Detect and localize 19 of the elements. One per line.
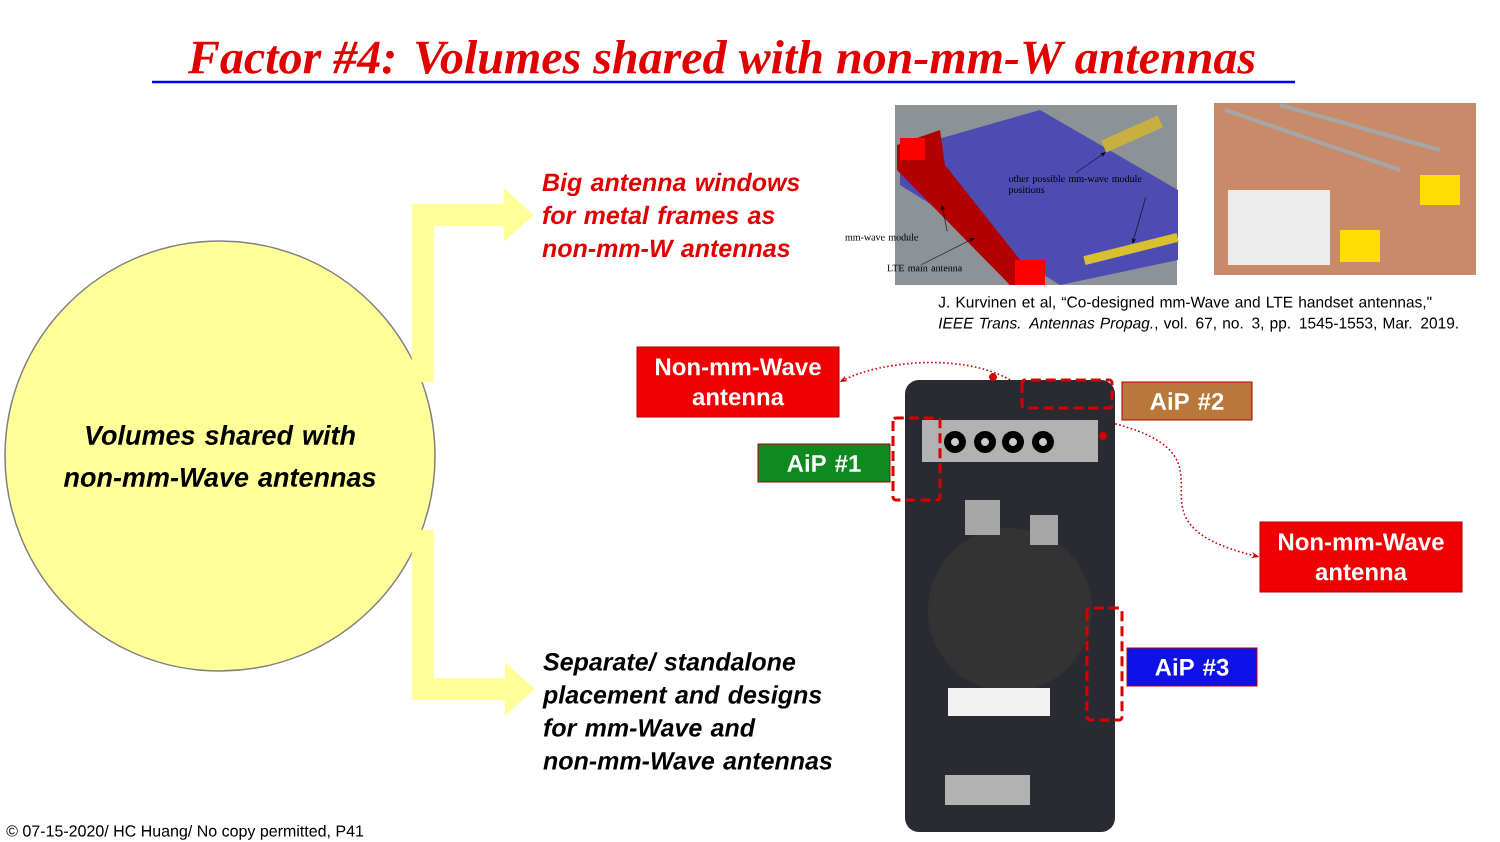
module-bar [1083, 233, 1179, 265]
callout-text: Separate/ standalone placement and designs for mm-Wave and non-mm-Wave antennas [542, 652, 832, 770]
callout-text: Big antenna windows for metal frames as non-mm-W antennas [542, 172, 800, 258]
leader-line [1075, 152, 1106, 174]
label-box: AiP #1 [757, 443, 891, 483]
module-bar [1101, 115, 1163, 153]
leader-line [921, 237, 975, 265]
leader-line [1132, 196, 1146, 244]
antenna-photo-drawing [1214, 103, 1476, 275]
phone-photo-drawing [891, 378, 1124, 832]
label-box: AiP #2 [1121, 381, 1253, 421]
leader-line [940, 205, 948, 232]
figure-label: other possible mm-wave module positions [1008, 174, 1142, 196]
label-box: Non-mm-Wave antenna [1259, 521, 1463, 593]
label-box: Non-mm-Wave antenna [636, 346, 840, 418]
footer-text: © 07-15-2020/ HC Huang/ No copy permitted, P41 [6, 824, 364, 840]
title: Factor #4: Volumes shared with non-mm-W antennas [187, 39, 1255, 74]
citation: J. Kurvinen et al, “Co-designed mm-Wave and LTE handset antennas," IEEE Trans. Antennas Propag., vol. 67, no. 3, pp. 1545-1553, Mar. 2019. [938, 296, 1458, 332]
label-box: AiP #3 [1126, 647, 1258, 687]
